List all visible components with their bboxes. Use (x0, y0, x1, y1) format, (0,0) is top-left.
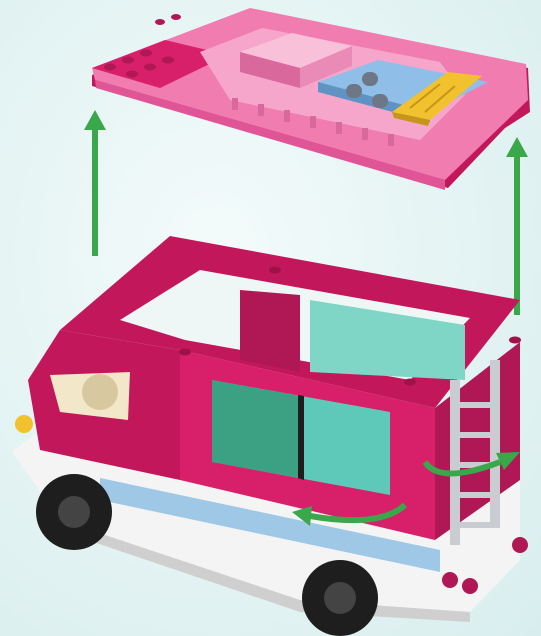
headlight (15, 415, 33, 433)
front-wheel (36, 474, 112, 550)
camper-van (12, 236, 528, 636)
lift-arrow-left (84, 110, 106, 256)
roof-panel (92, 8, 530, 190)
lift-arrow-right (506, 137, 528, 315)
rear-wheel (302, 560, 378, 636)
